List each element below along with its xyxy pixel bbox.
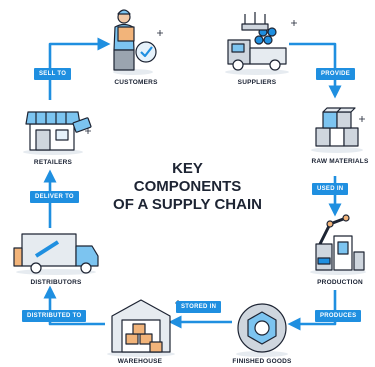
node-label-suppliers: SUPPLIERS [237,79,277,86]
distributors-icon [13,233,99,275]
edge-label-stored-in: STORED IN [176,301,222,313]
raw-materials-icon [311,107,363,153]
edge-label-sell-to: SELL TO [34,68,72,80]
retailers-icon [23,111,92,155]
connector-warehouse-distributors [43,285,105,326]
title-line-3: OF A SUPPLY CHAIN [113,196,262,213]
node-label-distributors: DISTRIBUTORS [30,279,82,286]
node-label-finished-goods: FINISHED GOODS [232,358,292,365]
edge-label-distributed-to: DISTRIBUTED TO [22,310,87,322]
node-label-production: PRODUCTION [317,279,363,286]
title-line-2: COMPONENTS [133,178,242,195]
connector-retailers-customers [48,37,111,100]
suppliers-icon [225,12,289,75]
edge-label-produces: PRODUCES [315,310,362,322]
node-label-retailers: RETAILERS [33,159,73,166]
finished-goods-icon [236,303,288,357]
edge-label-provide: PROVIDE [316,68,356,80]
production-icon [310,214,366,275]
warehouse-icon [107,299,175,357]
title-line-1: KEY [172,160,203,177]
node-label-raw-materials: RAW MATERIALS [311,158,369,165]
edge-label-used-in: USED IN [312,183,349,195]
diagram-title: KEY COMPONENTS OF A SUPPLY CHAIN [113,160,262,214]
connector-production-finished [287,290,337,331]
node-label-customers: CUSTOMERS [114,79,158,86]
edge-label-deliver-to: DELIVER TO [30,191,79,203]
node-label-warehouse: WAREHOUSE [117,358,163,365]
customers-icon [113,9,157,75]
